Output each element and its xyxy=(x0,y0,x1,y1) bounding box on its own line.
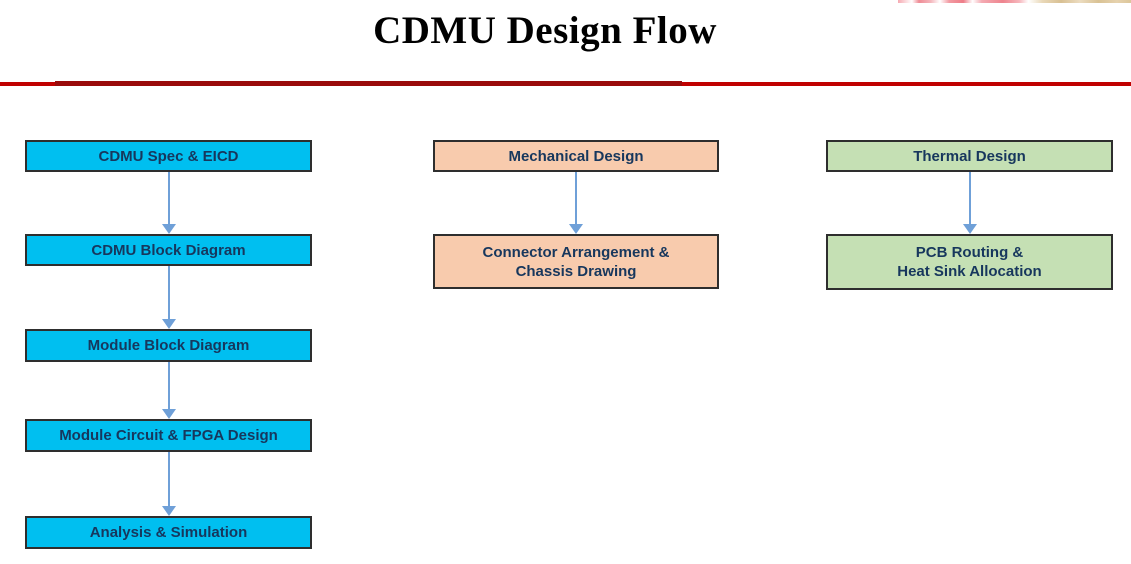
flow-box-label-line: Module Circuit & FPGA Design xyxy=(59,427,278,444)
thermal-flow-box-1: Thermal Design xyxy=(826,140,1113,172)
title-divider-line-dark-segment xyxy=(55,81,682,86)
electrical-flow-box-5: Analysis & Simulation xyxy=(25,516,312,549)
arrow-head-icon xyxy=(161,506,176,516)
flow-box-label-line: Thermal Design xyxy=(913,147,1026,165)
arrow-head-icon xyxy=(962,224,977,234)
electrical-flow-box-1: CDMU Spec & EICD xyxy=(25,140,312,172)
electrical-flow-box-3: Module Block Diagram xyxy=(25,329,312,362)
electrical-flow-arrow-1 xyxy=(161,172,176,234)
electrical-flow-arrow-4 xyxy=(161,452,176,516)
electrical-flow-arrow-2 xyxy=(161,266,176,329)
flow-box-label-line: CDMU Spec & EICD xyxy=(98,147,239,165)
flow-box-label-line: Analysis & Simulation xyxy=(89,524,248,541)
flow-box-label-line: Module Block Diagram xyxy=(87,337,250,354)
thermal-flow-box-2: PCB Routing & Heat Sink Allocation xyxy=(826,234,1113,290)
flow-box-label-line: Heat Sink Allocation xyxy=(897,263,1042,280)
flow-box-label-line: CDMU Block Diagram xyxy=(91,241,246,259)
arrow-head-icon xyxy=(161,409,176,419)
electrical-flow-arrow-3 xyxy=(161,362,176,419)
mechanical-flow-arrow-1 xyxy=(569,172,583,234)
flow-box-label-line: Connector Arrangement & xyxy=(482,243,670,261)
flow-box-label-line: PCB Routing & xyxy=(915,244,1024,261)
arrow-shaft xyxy=(167,266,170,320)
mechanical-flow-box-1: Mechanical Design xyxy=(433,140,719,172)
arrow-head-icon xyxy=(161,224,176,234)
flow-box-label-line: Mechanical Design xyxy=(508,147,644,165)
arrow-shaft xyxy=(167,362,170,410)
page-title: CDMU Design Flow xyxy=(373,9,717,52)
arrow-shaft xyxy=(167,172,170,225)
arrow-shaft xyxy=(968,172,971,225)
arrow-shaft xyxy=(575,172,577,225)
flow-box-label-line: Chassis Drawing xyxy=(515,262,637,280)
arrow-head-icon xyxy=(161,319,176,329)
electrical-flow-box-4: Module Circuit & FPGA Design xyxy=(25,419,312,452)
mechanical-flow-box-2: Connector Arrangement &Chassis Drawing xyxy=(433,234,719,289)
cropped-logo-strip xyxy=(898,0,1131,3)
arrow-head-icon xyxy=(569,224,583,234)
electrical-flow-box-2: CDMU Block Diagram xyxy=(25,234,312,266)
arrow-shaft xyxy=(167,452,170,507)
thermal-flow-arrow-1 xyxy=(962,172,977,234)
